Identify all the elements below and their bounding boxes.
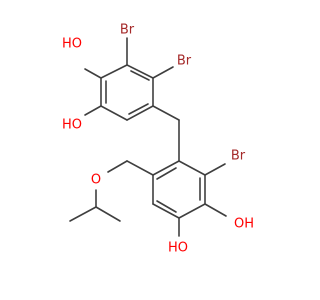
- bond: [156, 167, 177, 180]
- bond: [84, 68, 102, 79]
- bond: [204, 163, 226, 176]
- bond: [100, 64, 128, 79]
- bromine-label-top-left: Br: [120, 23, 135, 38]
- molecule-diagram: Br Br HO HO O Br OH HO: [61, 22, 255, 256]
- bond: [152, 105, 180, 121]
- bond: [178, 203, 206, 219]
- bond: [69, 206, 97, 222]
- bond: [178, 160, 206, 176]
- hydroxyl-label-mid-left: HO: [62, 118, 82, 133]
- bond: [128, 103, 149, 115]
- bond: [156, 200, 177, 213]
- bond: [95, 206, 121, 222]
- bond: [126, 160, 154, 176]
- ether-oxygen-label: O: [91, 173, 101, 188]
- hydroxyl-label-right: OH: [234, 217, 254, 232]
- bond: [152, 160, 180, 176]
- bond: [107, 160, 128, 173]
- bond: [152, 203, 180, 219]
- hydroxyl-label-top-left: HO: [62, 37, 82, 52]
- bond: [152, 66, 174, 79]
- bond: [204, 203, 227, 217]
- bond: [100, 105, 128, 121]
- bond: [126, 64, 154, 79]
- hydroxyl-label-bottom: HO: [168, 241, 188, 256]
- structure-svg: Br Br HO HO O Br OH HO: [62, 23, 254, 256]
- bond: [130, 70, 150, 81]
- bromine-label-right: Br: [231, 149, 246, 164]
- bond: [126, 105, 154, 121]
- bond: [84, 105, 102, 116]
- bromine-label-top-right: Br: [177, 54, 192, 69]
